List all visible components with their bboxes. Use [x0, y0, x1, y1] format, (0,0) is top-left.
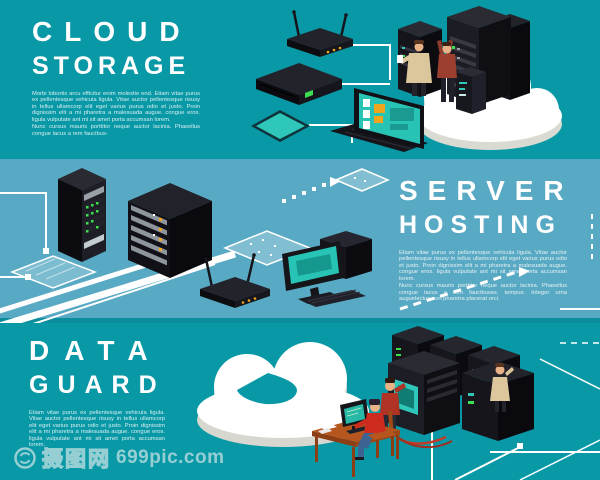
server-farm-icon	[388, 326, 534, 441]
body-paragraph: Nunc cursus mauris porttitor neque aucto…	[32, 124, 200, 137]
storage-drive-icon	[256, 63, 342, 105]
body-paragraph: Morbi lobortis arcu efficitur enim moles…	[32, 90, 200, 123]
server-hosting-copy: SERVER HOSTING Etiam vitae purus ex pell…	[399, 176, 567, 304]
data-guard-copy: DATA GUARD Etiam vitae purus ex pellente…	[29, 336, 165, 450]
body-paragraph: Etiam vitae purus ex pellentesque vehicu…	[399, 249, 567, 282]
banner-data-guard: DATA GUARD Etiam vitae purus ex pellente…	[0, 323, 600, 480]
cloud-shield-icon	[197, 342, 369, 447]
circuit-trace-icon	[25, 177, 530, 280]
server-rack-icon	[388, 351, 460, 435]
banner-body-text: Etiam vitae purus ex pellentesque vehicu…	[29, 410, 165, 449]
banner-title-line2: HOSTING	[399, 211, 562, 240]
technician-figure	[397, 40, 432, 96]
technician-figure	[437, 40, 457, 102]
watermark: 摄图网 699pic.com	[13, 443, 225, 473]
technician-figure	[490, 363, 514, 412]
camera-swirl-icon	[14, 447, 36, 469]
banner-body-text: Etiam vitae purus ex pellentesque vehicu…	[399, 250, 567, 303]
banner-server-hosting: SERVER HOSTING Etiam vitae purus ex pell…	[0, 159, 600, 323]
technician-figure	[380, 378, 406, 435]
wifi-router-icon	[200, 253, 270, 308]
laptop-icon	[330, 88, 428, 152]
workstation-desk-icon	[312, 399, 400, 477]
server-cabinet-icon	[456, 67, 486, 114]
wifi-router-icon	[287, 10, 353, 57]
body-paragraph: Nunc cursus mauris porttitor neque aucto…	[399, 283, 567, 303]
chip-icon	[334, 168, 390, 192]
banner-title-line2: STORAGE	[32, 52, 191, 81]
watermark-site-name: 摄图网	[41, 447, 111, 471]
banner-title-line2: GUARD	[29, 371, 166, 400]
cloud-storage-copy: CLOUD STORAGE Morbi lobortis arcu effici…	[32, 17, 200, 138]
banner-title-line1: CLOUD	[32, 16, 192, 47]
seated-operator-figure	[354, 399, 396, 460]
watermark-site-domain: 699pic.com	[116, 447, 225, 468]
data-guard-illustration	[197, 326, 600, 480]
server-tower-icon	[128, 183, 212, 278]
chip-icon	[9, 255, 98, 289]
circuit-trace-icon	[431, 342, 600, 480]
cloud-storage-illustration	[251, 6, 562, 152]
banner-body-text: Morbi lobortis arcu efficitur enim moles…	[32, 91, 200, 138]
banner-cloud-storage: CLOUD STORAGE Morbi lobortis arcu effici…	[0, 0, 600, 159]
server-hosting-illustration	[0, 168, 600, 323]
banner-title-line1: DATA	[29, 335, 163, 366]
server-tower-icon	[58, 168, 106, 262]
tablet-icon	[251, 110, 310, 142]
desktop-computer-icon	[282, 231, 372, 307]
banner-title-line1: SERVER	[399, 175, 574, 206]
body-paragraph: Etiam vitae purus ex pellentesque vehicu…	[29, 409, 165, 449]
